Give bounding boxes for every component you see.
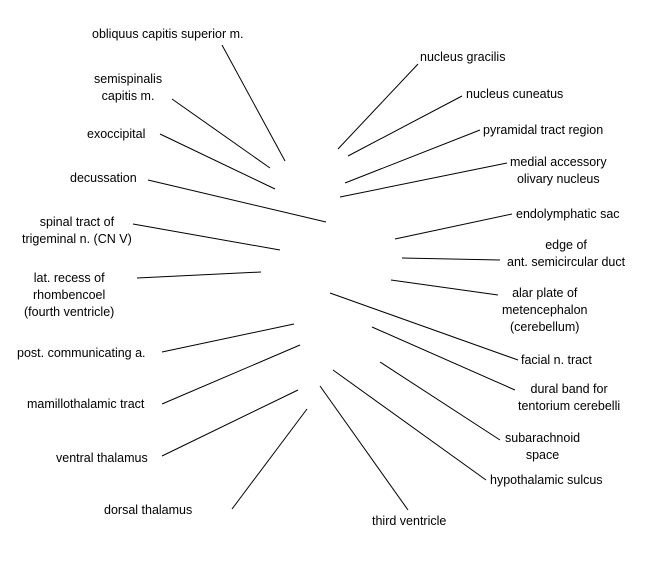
label-dorsal-thalamus: dorsal thalamus: [104, 503, 193, 517]
label-hypothalamic-sulcus: hypothalamic sulcus: [490, 473, 603, 487]
leader-mamillothalamic: [161, 344, 301, 405]
leader-subarachnoid: [379, 361, 501, 441]
leader-spinal-tract: [132, 223, 281, 251]
label-exoccipital: exoccipital: [87, 127, 146, 141]
label-decussation: decussation: [70, 171, 137, 185]
label-post-communicating-a: post. communicating a.: [17, 346, 146, 360]
leader-third-ventricle: [319, 385, 409, 511]
label-dural-band-tentorium: dural band for tentorium cerebelli: [518, 382, 621, 413]
leader-exoccipital: [159, 133, 276, 190]
leader-dorsal-thalamus: [231, 408, 308, 510]
leader-decussation: [147, 179, 327, 223]
label-ventral-thalamus: ventral thalamus: [56, 451, 148, 465]
leader-endolymphatic: [394, 213, 513, 240]
label-facial-n-tract: facial n. tract: [521, 353, 592, 367]
leader-edge: [401, 257, 501, 261]
label-semispinalis-capitis: semispinalis capitis m.: [94, 72, 163, 103]
label-medial-accessory-olivary-nucleus: medial accessory olivary nucleus: [510, 155, 607, 186]
leader-obliquus: [221, 44, 286, 162]
label-mamillothalamic-tract: mamillothalamic tract: [27, 397, 145, 411]
leader-pyramidal: [344, 129, 481, 184]
label-spinal-tract-trigeminal: spinal tract of trigeminal n. (CN V): [22, 215, 132, 246]
leader-alar-plate: [390, 279, 499, 296]
label-edge-ant-semicircular-duct: edge of ant. semicircular duct: [507, 238, 626, 269]
label-alar-plate-metencephalon: alar plate of metencephalon (cerebellum): [502, 286, 588, 334]
label-obliquus-capitis-superior: obliquus capitis superior m.: [92, 27, 244, 41]
label-subarachnoid-space: subarachnoid space: [505, 431, 581, 462]
leader-hypothalamic: [332, 369, 487, 481]
leader-cuneatus: [347, 95, 463, 157]
label-third-ventricle: third ventricle: [372, 514, 447, 528]
leader-facial: [329, 292, 519, 361]
leader-ventral-thalamus: [161, 389, 299, 457]
label-nucleus-gracilis: nucleus gracilis: [420, 50, 506, 64]
label-endolymphatic-sac: endolymphatic sac: [516, 207, 620, 221]
leader-post-comm: [161, 323, 295, 353]
leader-lat-recess: [136, 271, 262, 279]
label-lat-recess-rhombencoel: lat. recess of rhombencoel (fourth ventr…: [24, 271, 115, 319]
leader-gracilis: [337, 63, 419, 150]
leader-medial-accessory: [339, 162, 508, 198]
label-pyramidal-tract-region: pyramidal tract region: [483, 123, 604, 137]
label-nucleus-cuneatus: nucleus cuneatus: [466, 87, 564, 101]
leader-semispinalis: [171, 98, 271, 169]
leader-dural-band: [371, 326, 516, 391]
